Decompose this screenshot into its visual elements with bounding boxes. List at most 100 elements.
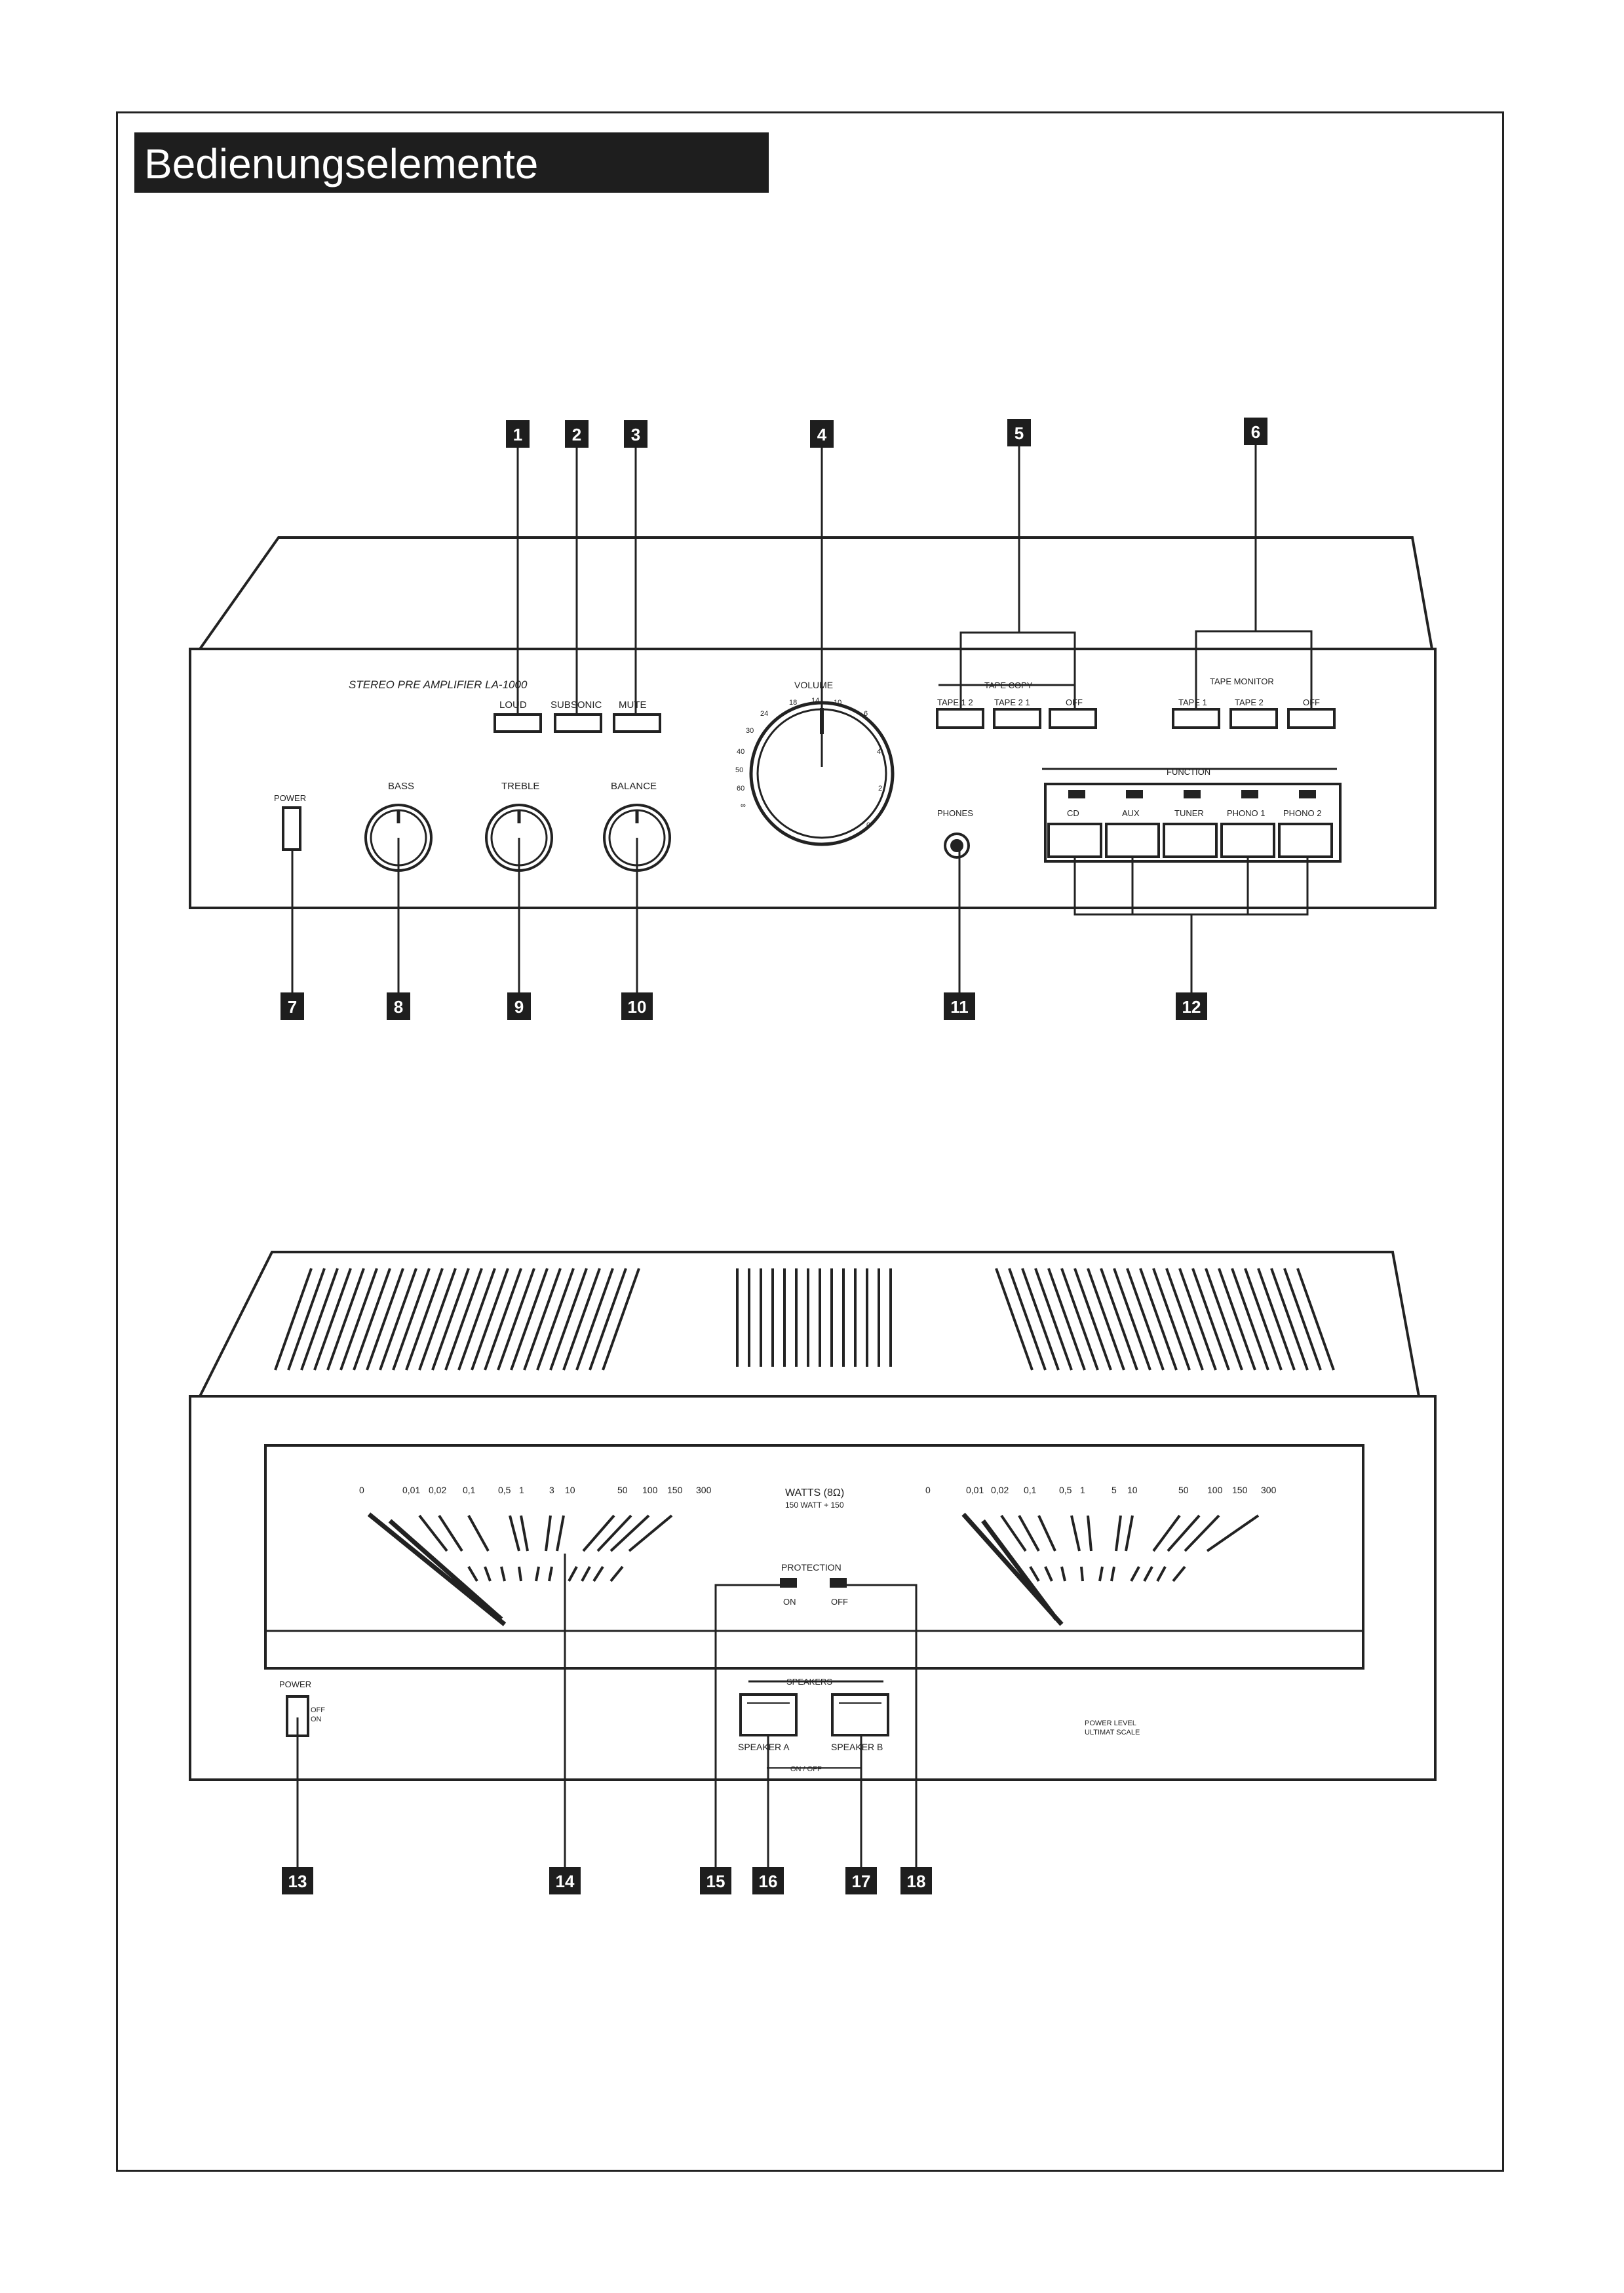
mute-button[interactable] [613,713,661,733]
tape-monitor-1-button[interactable] [1172,708,1220,729]
volume-tick-0: ∞ [741,802,746,810]
left-scale-8: 50 [617,1485,628,1495]
callout-7: 7 [280,992,304,1020]
svg-text:15: 15 [706,1872,725,1891]
protection-on-label: ON [783,1597,796,1607]
left-scale-5: 1 [519,1485,524,1495]
tape-copy-12-button[interactable] [936,708,984,729]
callout-2: 2 [565,420,589,448]
callout-13: 13 [282,1867,313,1894]
svg-text:18: 18 [907,1872,926,1891]
speaker-a-label: SPEAKER A [738,1742,790,1752]
callout-10: 10 [621,992,653,1020]
callout-11: 11 [944,992,975,1020]
left-scale-3: 0,1 [463,1485,476,1495]
function-label: FUNCTION [1167,767,1210,777]
phones-jack[interactable] [944,833,970,859]
callout-9: 9 [507,992,531,1020]
left-scale-2: 0,02 [429,1485,446,1495]
page-frame [116,111,1504,2172]
volume-tick-6: 18 [789,699,797,707]
loud-button[interactable] [493,713,542,733]
callout-14: 14 [549,1867,581,1894]
mute-label: MUTE [619,699,647,711]
volume-tick-11: 2 [878,785,882,793]
aux-button[interactable] [1105,823,1160,858]
poweramp-power-on-label: ON [311,1715,322,1723]
svg-text:4: 4 [817,425,827,444]
tape-monitor-off-button[interactable] [1287,708,1336,729]
right-scale-11: 300 [1261,1485,1277,1495]
right-scale-4: 0,5 [1059,1485,1072,1495]
left-scale-9: 100 [642,1485,658,1495]
left-scale-0: 0 [359,1485,364,1495]
svg-text:9: 9 [514,997,524,1017]
tape-copy-21-button[interactable] [993,708,1041,729]
tape-copy-label: TAPE COPY [984,680,1033,690]
volume-tick-4: 30 [746,727,754,735]
speaker-a-button[interactable] [739,1693,798,1736]
right-scale-0: 0 [925,1485,931,1495]
left-scale-6: 3 [549,1485,554,1495]
speaker-b-button[interactable] [831,1693,889,1736]
protection-label: PROTECTION [781,1562,841,1573]
tape-copy-off-label: OFF [1066,697,1083,707]
right-scale-2: 0,02 [991,1485,1009,1495]
poweramp-power-label: POWER [279,1679,311,1689]
speakers-label: SPEAKERS [786,1677,832,1687]
tape-copy-off-button[interactable] [1049,708,1097,729]
right-scale-3: 0,1 [1024,1485,1037,1495]
subsonic-button[interactable] [554,713,602,733]
callout-16: 16 [752,1867,784,1894]
phono2-button[interactable] [1278,823,1333,858]
right-meter-scale: 0 0,01 0,02 0,1 0,5 1 5 10 50 100 150 30… [925,1485,1277,1495]
title-bar [134,132,769,193]
right-scale-8: 50 [1178,1485,1189,1495]
watts-label: WATTS (8Ω) [785,1487,844,1499]
tuner-label: TUNER [1174,808,1204,818]
left-power-meter [367,1512,673,1626]
function-led-2 [1126,790,1143,798]
tape-monitor-2-label: TAPE 2 [1235,697,1264,707]
left-scale-10: 150 [667,1485,683,1495]
preamp-power-switch[interactable] [282,806,301,851]
right-scale-1: 0,01 [966,1485,984,1495]
volume-tick-12: 0 [866,821,870,829]
poweramp-power-off-label: OFF [311,1706,325,1714]
tape-monitor-2-button[interactable] [1229,708,1278,729]
loud-label: LOUD [499,699,527,711]
vent-left [274,1268,640,1371]
callout-4: 4 [810,420,834,448]
svg-text:14: 14 [556,1872,575,1891]
tape-monitor-label: TAPE MONITOR [1210,676,1274,686]
subsonic-label: SUBSONIC [551,699,602,711]
left-scale-11: 300 [696,1485,712,1495]
phono2-label: PHONO 2 [1283,808,1322,818]
watts-sub-label: 150 WATT + 150 [785,1500,844,1510]
protection-off-label: OFF [831,1597,848,1607]
tape-copy-21-label: TAPE 2 1 [994,697,1030,707]
svg-text:1: 1 [513,425,522,444]
right-scale-6: 5 [1112,1485,1117,1495]
right-scale-5: 1 [1080,1485,1085,1495]
callout-17: 17 [845,1867,877,1894]
volume-tick-3: 40 [737,748,744,756]
svg-text:8: 8 [394,997,403,1017]
svg-text:11: 11 [950,997,969,1017]
left-scale-7: 10 [565,1485,575,1495]
preamp-model-label: STEREO PRE AMPLIFIER LA-1000 [349,678,528,691]
callout-5: 5 [1007,419,1031,446]
cd-button[interactable] [1047,823,1102,858]
phono1-button[interactable] [1220,823,1275,858]
aux-label: AUX [1122,808,1140,818]
svg-text:6: 6 [1251,422,1260,442]
phones-label: PHONES [937,808,973,818]
volume-label: VOLUME [794,680,833,690]
left-scale-1: 0,01 [402,1485,420,1495]
meter-window [264,1444,1364,1670]
bass-label: BASS [388,781,414,792]
volume-tick-5: 24 [760,710,768,718]
tuner-button[interactable] [1163,823,1218,858]
vent-right [995,1268,1335,1371]
